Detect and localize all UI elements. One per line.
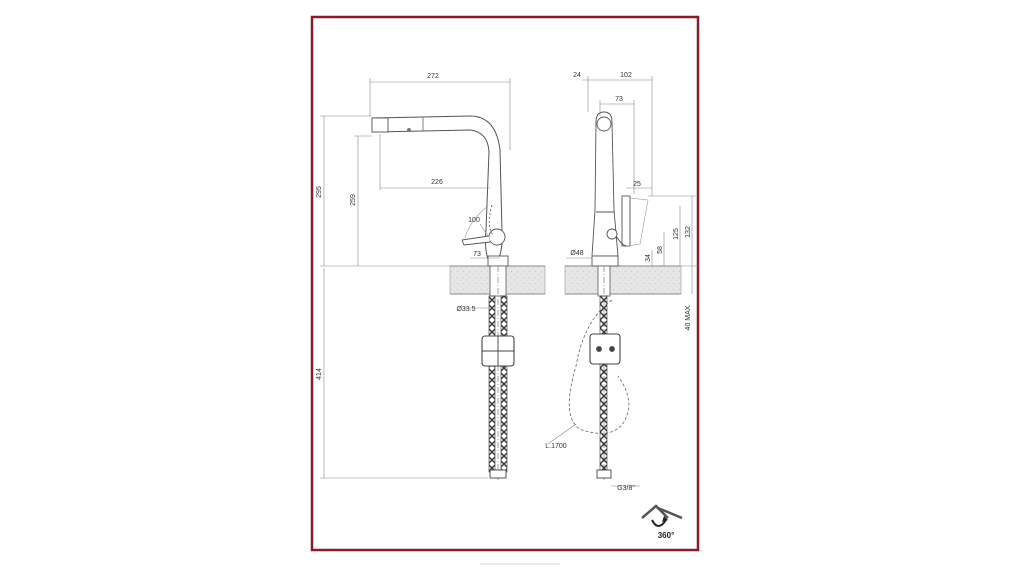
dim-lever-angle: 25 [633, 181, 641, 188]
hose-coupling-side [589, 333, 621, 365]
faucet-body-side [591, 111, 619, 257]
dim-body-offset: 73 [615, 96, 623, 103]
dim-top-offset: 24 [573, 72, 581, 79]
handle-hub-front [488, 228, 506, 246]
dim-spout-reach: 272 [427, 73, 439, 80]
dim-lever-height-1: 34 [645, 254, 652, 262]
dim-thread: G3/8" [617, 485, 635, 492]
dim-handle-swing: 100 [468, 217, 480, 224]
dim-depth: 102 [620, 72, 632, 79]
dim-base-offset: 73 [473, 251, 481, 258]
dim-hole-diameter: Ø33.5 [456, 306, 475, 313]
dim-hose-length: L.1700 [545, 443, 567, 450]
spray-head-front [371, 117, 389, 133]
side-view [564, 111, 682, 480]
side-dimension-lines [547, 76, 700, 487]
dim-total-height: 295 [316, 186, 323, 198]
pullout-hose-path [568, 299, 630, 434]
countertop-side [564, 265, 682, 295]
dim-lever-height-4: 132 [685, 226, 692, 238]
hose-braid-front-left [488, 295, 496, 473]
dim-lever-height-3: 125 [673, 228, 680, 240]
front-view [371, 115, 546, 480]
dim-base-diameter: Ø48 [570, 250, 583, 257]
hose-braid-side [599, 295, 608, 473]
handle-lever-side [621, 195, 631, 247]
dim-spout-height: 259 [350, 194, 357, 206]
handle-lever-front [461, 235, 491, 246]
front-dimension-lines [320, 78, 511, 479]
dim-below-deck: 414 [316, 368, 323, 380]
rotation-label: 360° [658, 531, 675, 540]
dim-spout-inner-reach: 226 [431, 179, 443, 186]
dim-deck-thickness: 40 MAX [685, 305, 692, 330]
hose-braid-front-right [500, 295, 508, 473]
rotation-360-icon [641, 504, 683, 527]
dim-lever-height-2: 58 [657, 246, 664, 254]
